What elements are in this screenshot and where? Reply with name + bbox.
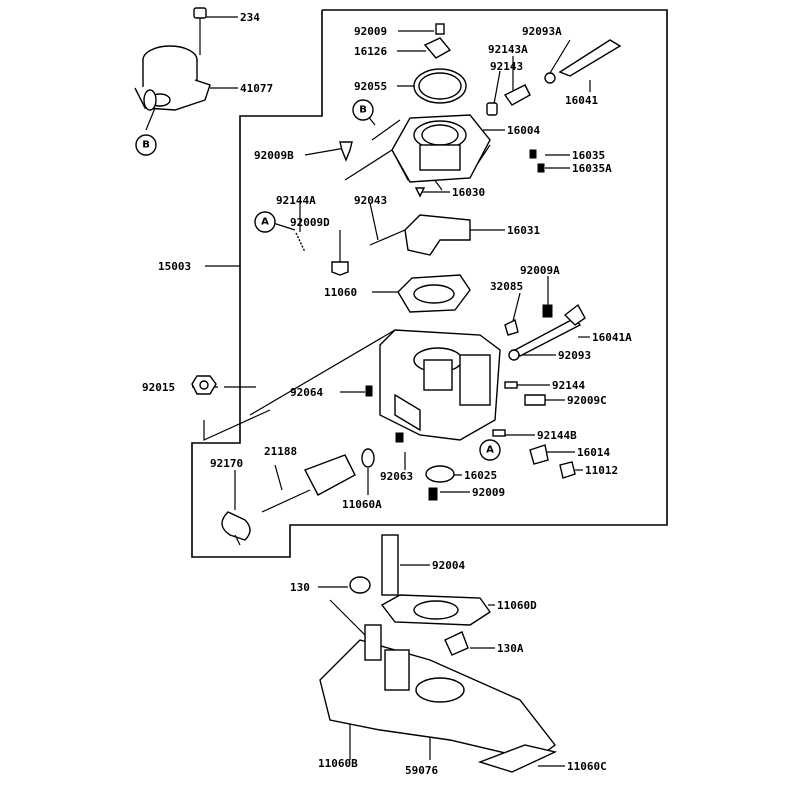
part-label: 16004 (507, 124, 540, 137)
part-label: 92170 (210, 457, 243, 470)
part-label: 92143 (490, 60, 523, 73)
part-label: 16035A (572, 162, 612, 175)
part-label: 92144B (537, 429, 577, 442)
part-label: 16041 (565, 94, 598, 107)
part-label: 11060A (342, 498, 382, 511)
part-label: 16025 (464, 469, 497, 482)
part-label: 16030 (452, 186, 485, 199)
part-label: 15003 (158, 260, 191, 273)
part-label: 21188 (264, 445, 297, 458)
part-label: 16035 (572, 149, 605, 162)
part-label: 92055 (354, 80, 387, 93)
part-label: 92093 (558, 349, 591, 362)
callout-a-body-label: A (486, 445, 494, 456)
part-label: 16041A (592, 331, 632, 344)
callout-a-left-label: A (261, 217, 269, 228)
callout-b-cover: B (352, 99, 374, 121)
part-label: 11060 (324, 286, 357, 299)
part-label: 32085 (490, 280, 523, 293)
part-label: 130A (497, 642, 524, 655)
part-label: 234 (240, 11, 260, 24)
part-label: 92064 (290, 386, 323, 399)
part-label: 11060B (318, 757, 358, 770)
part-label: 92093A (522, 25, 562, 38)
part-labels: 234 41077 92009 16126 92093A 92143A 9214… (142, 11, 632, 777)
part-label: 92144 (552, 379, 585, 392)
part-label: 92009B (254, 149, 294, 162)
part-label: 59076 (405, 764, 438, 777)
part-label: 11012 (585, 464, 618, 477)
part-label: 92143A (488, 43, 528, 56)
part-label: 130 (290, 581, 310, 594)
callout-b-inlet: B (135, 134, 157, 156)
part-label: 92063 (380, 470, 413, 483)
callout-a-left: A (254, 211, 276, 233)
part-label: 11060C (567, 760, 607, 773)
part-label: 92043 (354, 194, 387, 207)
part-label: 92004 (432, 559, 465, 572)
part-label: 16014 (577, 446, 610, 459)
part-label: 92015 (142, 381, 175, 394)
assembly-frame (191, 9, 668, 558)
part-label: 92009 (354, 25, 387, 38)
callout-b-inlet-label: B (142, 140, 150, 151)
part-label: 41077 (240, 82, 273, 95)
callout-b-cover-label: B (359, 105, 367, 116)
part-label: 11060D (497, 599, 537, 612)
part-label: 92009C (567, 394, 607, 407)
part-label: 92009D (290, 216, 330, 229)
parts-drawings (134, 7, 622, 773)
part-label: 16126 (354, 45, 387, 58)
part-label: 92009 (472, 486, 505, 499)
part-label: 92144A (276, 194, 316, 207)
callout-a-body: A (479, 439, 501, 461)
part-label: 16031 (507, 224, 540, 237)
part-label: 92009A (520, 264, 560, 277)
